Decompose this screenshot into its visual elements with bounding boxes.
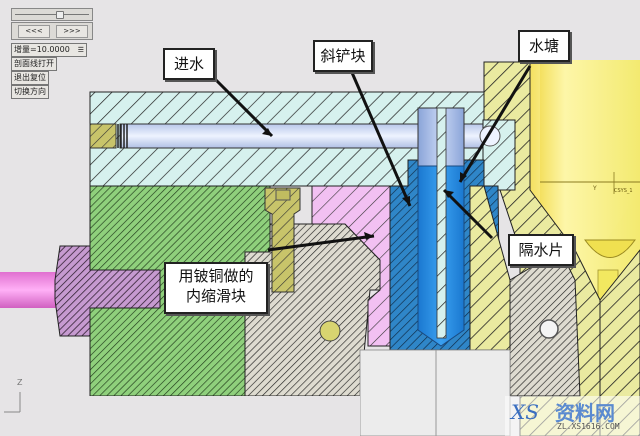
ejector-rod xyxy=(0,272,56,308)
nav-button-row: <<< >>> xyxy=(11,22,93,40)
switch-direction-button[interactable]: 切换方向 xyxy=(11,85,49,99)
cad-y-label: Y xyxy=(593,185,597,192)
watermark-logo: XS xyxy=(511,400,539,424)
prev-button[interactable]: <<< xyxy=(18,25,50,38)
callout-water-channel: 水塘 xyxy=(518,30,570,62)
callout-inner-slider-line2: 内缩滑块 xyxy=(185,287,246,305)
watermark-title: 资料网 xyxy=(555,401,615,425)
watermark-url: ZL.XS1616.COM xyxy=(557,422,620,431)
watermark: XS 资料网 ZL.XS1616.COM xyxy=(505,396,640,436)
callout-wedge-block: 斜铲块 xyxy=(313,40,373,72)
callout-inner-slider: 用铍铜做的 内缩滑块 xyxy=(164,262,268,314)
increment-value: 增量=10.0000 xyxy=(14,45,70,54)
cad-csys-label: CSYS_1 xyxy=(614,188,633,194)
increment-field[interactable]: 增量=10.0000 ☰ xyxy=(11,43,87,57)
hatch-toggle-button[interactable]: 剖面线打开 xyxy=(11,57,57,71)
spinner-icon[interactable]: ☰ xyxy=(77,46,84,54)
axis-triad xyxy=(4,392,21,413)
step-slider[interactable] xyxy=(11,8,93,21)
callout-inner-slider-line1: 用铍铜做的 xyxy=(178,267,254,285)
baffle-plate xyxy=(436,107,447,339)
next-button[interactable]: >>> xyxy=(56,25,88,38)
slider-thumb[interactable] xyxy=(56,11,64,19)
callout-baffle: 隔水片 xyxy=(508,234,574,266)
slider-track xyxy=(15,14,89,15)
exit-reset-button[interactable]: 退出复位 xyxy=(11,71,49,85)
callout-water-inlet: 进水 xyxy=(163,48,215,80)
axis-z-label: Z xyxy=(17,378,23,387)
